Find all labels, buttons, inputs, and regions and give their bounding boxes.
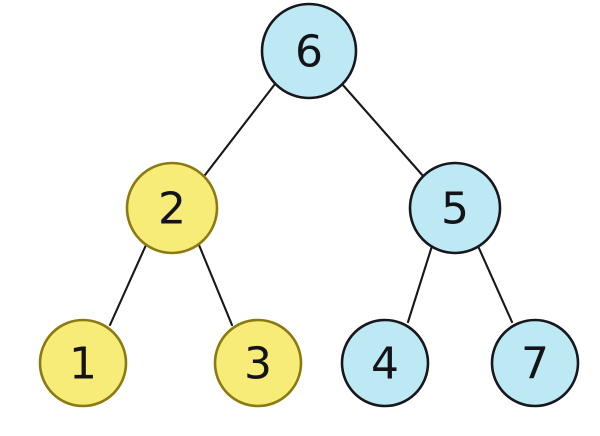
tree-node[interactable]: 1 (38, 318, 128, 408)
tree-edge (197, 243, 234, 327)
tree-node[interactable]: 7 (490, 318, 580, 408)
tree-node[interactable]: 3 (213, 318, 303, 408)
edges-layer (108, 82, 514, 327)
tree-node[interactable]: 5 (408, 161, 502, 255)
tree-node[interactable]: 2 (125, 161, 219, 255)
node-circle[interactable] (260, 2, 358, 100)
node-label: 1 (69, 339, 97, 390)
tree-edge (108, 243, 148, 327)
tree-node[interactable]: 4 (340, 318, 430, 408)
node-label: 3 (244, 339, 272, 390)
node-label: 6 (295, 27, 323, 78)
tree-edge (340, 82, 426, 179)
tree-edge (476, 244, 514, 324)
node-label: 4 (371, 339, 399, 390)
tree-edge (203, 82, 277, 177)
node-circle[interactable] (38, 318, 128, 408)
node-circle[interactable] (340, 318, 430, 408)
node-circle[interactable] (213, 318, 303, 408)
tree-node[interactable]: 6 (260, 2, 358, 100)
node-label: 7 (521, 339, 549, 390)
nodes-layer: 6 2 5 1 3 4 7 (38, 2, 580, 408)
node-circle[interactable] (408, 161, 502, 255)
node-circle[interactable] (490, 318, 580, 408)
node-label: 5 (441, 184, 469, 235)
node-label: 2 (158, 184, 186, 235)
tree-edge (406, 244, 434, 324)
node-circle[interactable] (125, 161, 219, 255)
